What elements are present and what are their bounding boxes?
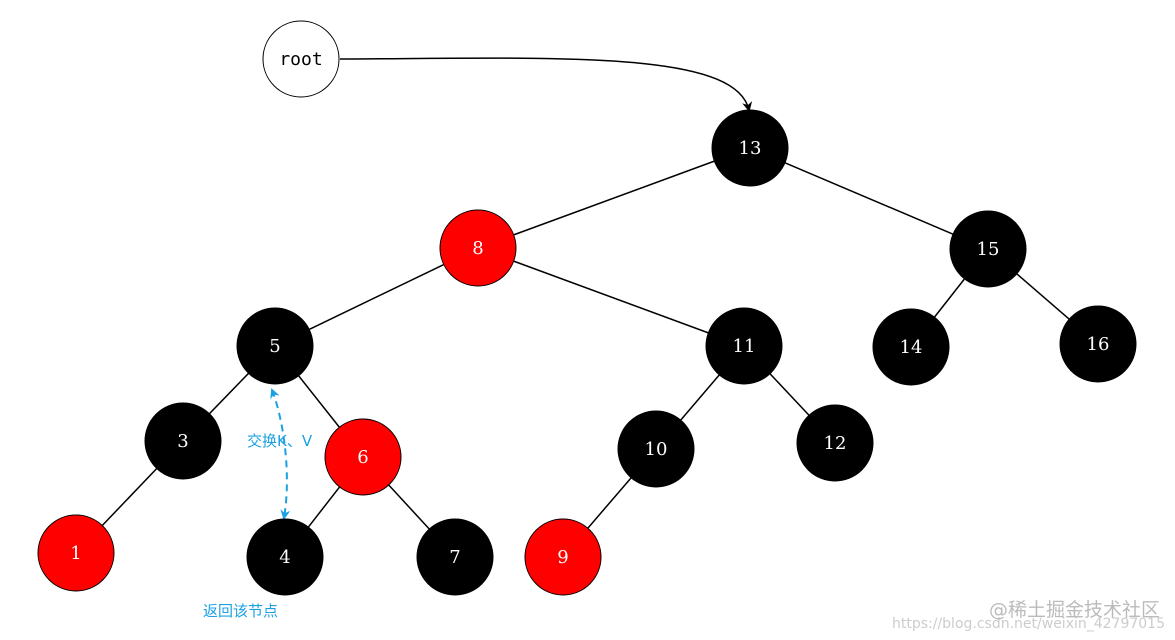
tree-node-13: 13 xyxy=(711,109,789,187)
node-circle-14 xyxy=(872,308,950,386)
edge-15-14 xyxy=(933,278,966,318)
node-circle-4 xyxy=(246,518,324,596)
node-label-1: 1 xyxy=(70,543,81,564)
tree-node-5: 5 xyxy=(236,307,314,385)
edge-5-3 xyxy=(208,372,250,415)
edge-13-8 xyxy=(513,160,715,236)
tree-node-12: 12 xyxy=(796,404,874,482)
node-label-14: 14 xyxy=(900,337,923,358)
node-label-6: 6 xyxy=(357,447,368,468)
node-circle-3 xyxy=(144,402,222,480)
node-circle-5 xyxy=(236,307,314,385)
swap-arrow xyxy=(270,388,291,520)
root-pointer-arrow xyxy=(339,57,753,112)
node-circle-12 xyxy=(796,404,874,482)
tree-node-16: 16 xyxy=(1059,305,1137,383)
node-label-13: 13 xyxy=(739,138,762,159)
node-circle-16 xyxy=(1059,305,1137,383)
tree-node-7: 7 xyxy=(416,518,494,596)
node-label-11: 11 xyxy=(733,336,756,357)
node-circle-11 xyxy=(705,307,783,385)
node-label-16: 16 xyxy=(1087,334,1110,355)
node-circle-8 xyxy=(439,209,517,287)
edges-layer xyxy=(101,160,1070,530)
tree-node-14: 14 xyxy=(872,308,950,386)
node-circle-15 xyxy=(949,210,1027,288)
watermark-url: https://blog.csdn.net/weixin_42797015 xyxy=(892,616,1165,632)
node-label-8: 8 xyxy=(472,238,483,259)
node-label-9: 9 xyxy=(557,547,568,568)
watermark-brand: @稀土掘金技术社区 xyxy=(989,599,1160,621)
tree-node-1: 1 xyxy=(37,514,115,592)
edge-6-7 xyxy=(388,484,430,530)
node-circle-6 xyxy=(324,418,402,496)
edge-11-10 xyxy=(680,374,720,421)
node-circle-9 xyxy=(524,518,602,596)
node-label-12: 12 xyxy=(824,433,847,454)
edge-15-16 xyxy=(1016,273,1070,320)
tree-node-6: 6 xyxy=(324,418,402,496)
tree-node-10: 10 xyxy=(617,410,695,488)
tree-node-15: 15 xyxy=(949,210,1027,288)
node-circle-7 xyxy=(416,518,494,596)
edge-10-9 xyxy=(587,477,632,529)
tree-node-3: 3 xyxy=(144,402,222,480)
node-label-15: 15 xyxy=(977,239,1000,260)
node-label-4: 4 xyxy=(279,547,290,568)
tree-node-9: 9 xyxy=(524,518,602,596)
edge-6-4 xyxy=(307,486,341,528)
edge-5-6 xyxy=(298,375,340,428)
root-node xyxy=(262,20,340,98)
node-circle-13 xyxy=(711,109,789,187)
return-label: 返回该节点 xyxy=(203,602,278,620)
edge-11-12 xyxy=(769,373,810,416)
node-label-7: 7 xyxy=(449,547,460,568)
root-label: root xyxy=(279,49,322,70)
edge-3-1 xyxy=(101,467,158,527)
tree-node-11: 11 xyxy=(705,307,783,385)
node-circle-10 xyxy=(617,410,695,488)
tree-node-4: 4 xyxy=(246,518,324,596)
edge-13-15 xyxy=(784,162,954,235)
edge-8-5 xyxy=(308,263,445,331)
edge-8-11 xyxy=(513,260,709,334)
node-label-10: 10 xyxy=(645,439,668,460)
tree-node-8: 8 xyxy=(439,209,517,287)
node-label-3: 3 xyxy=(177,431,188,452)
node-label-5: 5 xyxy=(269,336,280,357)
node-circle-1 xyxy=(37,514,115,592)
swap-label: 交换K、V xyxy=(247,432,313,450)
